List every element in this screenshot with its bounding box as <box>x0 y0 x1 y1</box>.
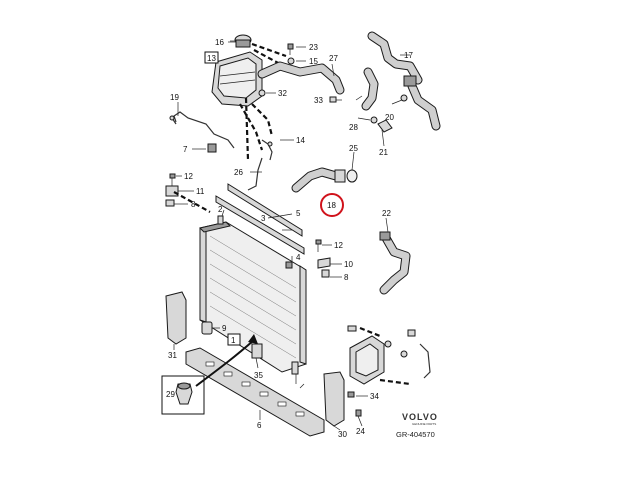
bracket-30[interactable] <box>323 371 345 427</box>
bolt-12-left[interactable] <box>169 173 176 186</box>
brand-logo: VOLVO <box>402 412 438 422</box>
label-17: 17 <box>404 51 413 60</box>
label-34: 34 <box>370 392 379 401</box>
clip-21[interactable] <box>377 119 393 133</box>
bolt-23[interactable] <box>287 43 294 55</box>
radiator[interactable] <box>199 221 307 373</box>
label-18: 18 <box>327 201 336 210</box>
hose-27[interactable] <box>257 61 345 95</box>
highlight-circle-18 <box>320 193 344 217</box>
label-6: 6 <box>257 421 262 430</box>
label-10: 10 <box>344 260 353 269</box>
label-31: 31 <box>168 351 177 360</box>
air-guide-6[interactable] <box>185 347 325 437</box>
detail-arrow <box>195 339 255 387</box>
label-8-right: 8 <box>344 273 349 282</box>
label-29: 29 <box>166 390 175 399</box>
label-5: 5 <box>296 209 301 218</box>
callout-box-13 <box>204 51 219 64</box>
bracket-2[interactable] <box>217 215 224 225</box>
label-16: 16 <box>215 38 224 47</box>
thermostat-housing[interactable] <box>347 325 431 385</box>
bolt-24[interactable] <box>355 409 362 417</box>
brand-tagline: GENUINE PARTS <box>412 422 436 426</box>
label-25: 25 <box>349 144 358 153</box>
hose-26[interactable] <box>247 157 263 191</box>
label-35: 35 <box>254 371 263 380</box>
hose-19[interactable] <box>169 111 235 149</box>
label-23: 23 <box>309 43 318 52</box>
leader-lines <box>173 41 410 431</box>
label-7: 7 <box>183 145 188 154</box>
lower-hose-22[interactable] <box>379 231 411 295</box>
mount-rubber-9[interactable] <box>201 321 213 335</box>
clip-20[interactable] <box>400 94 408 102</box>
label-3: 3 <box>261 214 266 223</box>
label-15: 15 <box>309 57 318 66</box>
bushing-10[interactable] <box>317 257 331 269</box>
label-4: 4 <box>296 253 301 262</box>
nut-8-left[interactable] <box>165 199 175 207</box>
bracket-31[interactable] <box>165 291 187 345</box>
label-9: 9 <box>222 324 227 333</box>
clip-15[interactable] <box>287 57 295 65</box>
seal-strip-5[interactable] <box>215 195 305 255</box>
clip-35[interactable] <box>251 343 263 359</box>
hose-17[interactable] <box>361 31 441 131</box>
label-11: 11 <box>196 187 205 196</box>
bolt-12-right[interactable] <box>315 239 322 252</box>
label-2: 2 <box>218 205 223 214</box>
label-26: 26 <box>234 168 243 177</box>
detail-inset-29[interactable] <box>161 375 205 415</box>
label-13: 13 <box>207 54 216 63</box>
bolt-34[interactable] <box>347 391 355 398</box>
label-12-left: 12 <box>184 172 193 181</box>
label-24: 24 <box>356 427 365 436</box>
label-19: 19 <box>170 93 179 102</box>
hose-32[interactable] <box>258 89 266 97</box>
label-27: 27 <box>329 54 338 63</box>
clamp-25[interactable] <box>346 169 358 183</box>
expansion-tank[interactable] <box>211 51 263 107</box>
clip-33[interactable] <box>329 96 337 103</box>
upper-radiator-hose-18[interactable] <box>291 167 346 193</box>
callout-box-1 <box>227 333 241 346</box>
clip-28[interactable] <box>370 116 378 124</box>
label-21: 21 <box>379 148 388 157</box>
hose-14[interactable] <box>261 139 273 161</box>
bushing-11[interactable] <box>165 185 179 197</box>
label-28: 28 <box>349 123 358 132</box>
label-30: 30 <box>338 430 347 439</box>
label-32: 32 <box>278 89 287 98</box>
label-1: 1 <box>231 336 236 345</box>
detail-arrowhead <box>248 334 258 344</box>
label-14: 14 <box>296 136 305 145</box>
label-20: 20 <box>385 113 394 122</box>
clip-4[interactable] <box>285 261 293 269</box>
label-8-left: 8 <box>191 200 196 209</box>
label-22: 22 <box>382 209 391 218</box>
label-12-right: 12 <box>334 241 343 250</box>
drain-plug[interactable] <box>291 361 299 375</box>
expansion-tank-cap[interactable] <box>234 34 252 48</box>
label-33: 33 <box>314 96 323 105</box>
seal-strip-3[interactable] <box>227 183 303 237</box>
reference-number: GR-404570 <box>396 430 435 439</box>
bracket-7[interactable] <box>207 143 217 153</box>
nut-8-right[interactable] <box>321 269 330 278</box>
